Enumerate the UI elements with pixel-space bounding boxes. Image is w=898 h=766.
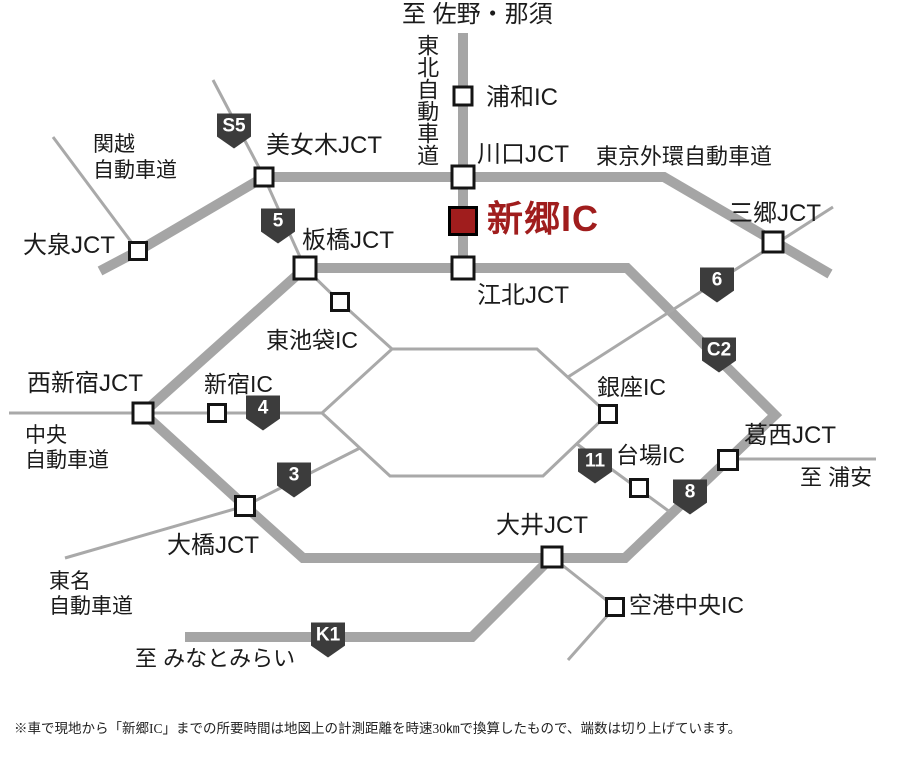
label-kanetsu-expressway-line2: 自動車道 xyxy=(93,159,177,182)
node-shingo-ic xyxy=(448,206,478,236)
node-shinjuku-ic xyxy=(207,403,227,423)
label-higashi-ikebukuro-ic: 東池袋IC xyxy=(266,327,358,353)
node-oizumi-jct xyxy=(128,241,148,261)
node-daiba-ic xyxy=(629,478,649,498)
label-kasai-jct: 葛西JCT xyxy=(744,422,836,449)
badge-route-11: 11 xyxy=(578,448,612,484)
node-ginza-ic xyxy=(598,404,618,424)
label-kohoku-jct: 江北JCT xyxy=(477,282,569,309)
node-nishi-shinjuku-jct xyxy=(131,401,155,425)
line-kanetsu xyxy=(51,136,140,252)
label-gaikan-expressway: 東京外環自動車道 xyxy=(596,144,773,169)
node-ohashi-jct xyxy=(234,495,256,517)
label-shingo-ic: 新郷IC xyxy=(487,198,600,239)
label-chuo-expressway-line2: 自動車道 xyxy=(25,449,109,472)
label-bijogi-jct: 美女木JCT xyxy=(266,132,382,159)
line-route6-misato xyxy=(567,205,834,379)
node-itabashi-jct xyxy=(292,255,318,281)
label-ginza-ic: 銀座IC xyxy=(597,374,666,400)
label-daiba-ic: 台場IC xyxy=(616,442,685,468)
label-nishi-shinjuku-jct: 西新宿JCT xyxy=(27,370,143,397)
label-to-sano-nasu: 至 佐野・那須 xyxy=(402,1,553,28)
label-oizumi-jct: 大泉JCT xyxy=(23,232,115,259)
node-kuko-chuo-ic xyxy=(605,597,625,617)
node-kawaguchi-jct xyxy=(450,164,476,190)
map-footnote: ※車で現地から「新郷IC」までの所要時間は地図上の計測距離を時速30㎞で換算した… xyxy=(14,721,742,736)
road-c2-wangan-loop xyxy=(135,260,783,563)
label-misato-jct: 三郷JCT xyxy=(729,200,821,227)
line-tomei xyxy=(64,504,246,560)
node-urawa-ic xyxy=(452,85,474,107)
label-ohashi-jct: 大橋JCT xyxy=(167,532,259,559)
label-urawa-ic: 浦和IC xyxy=(486,84,558,111)
label-tohoku-expressway: 東北自動車道 xyxy=(414,34,440,166)
node-kasai-jct xyxy=(717,449,739,471)
node-oi-jct xyxy=(540,545,564,569)
label-oi-jct: 大井JCT xyxy=(496,512,588,539)
label-tomei-expressway-line1: 東名 xyxy=(49,570,91,593)
label-tomei-expressway-line2: 自動車道 xyxy=(49,595,133,618)
label-to-minatomirai: 至 みなとみらい xyxy=(135,646,296,671)
node-misato-jct xyxy=(761,230,785,254)
label-chuo-expressway-line1: 中央 xyxy=(25,424,67,447)
node-kohoku-jct xyxy=(450,255,476,281)
label-itabashi-jct: 板橋JCT xyxy=(302,227,394,254)
label-kuko-chuo-ic: 空港中央IC xyxy=(629,592,744,618)
label-shinjuku-ic: 新宿IC xyxy=(204,371,273,397)
road-k1-yokohane xyxy=(185,553,556,642)
label-kawaguchi-jct: 川口JCT xyxy=(477,141,569,168)
label-to-urayasu: 至 浦安 xyxy=(800,465,873,490)
node-higashi-ikebukuro-ic xyxy=(330,292,350,312)
label-kanetsu-expressway-line1: 関越 xyxy=(93,133,135,156)
node-bijogi-jct xyxy=(253,166,275,188)
line-c1-inner-loop xyxy=(319,347,611,478)
